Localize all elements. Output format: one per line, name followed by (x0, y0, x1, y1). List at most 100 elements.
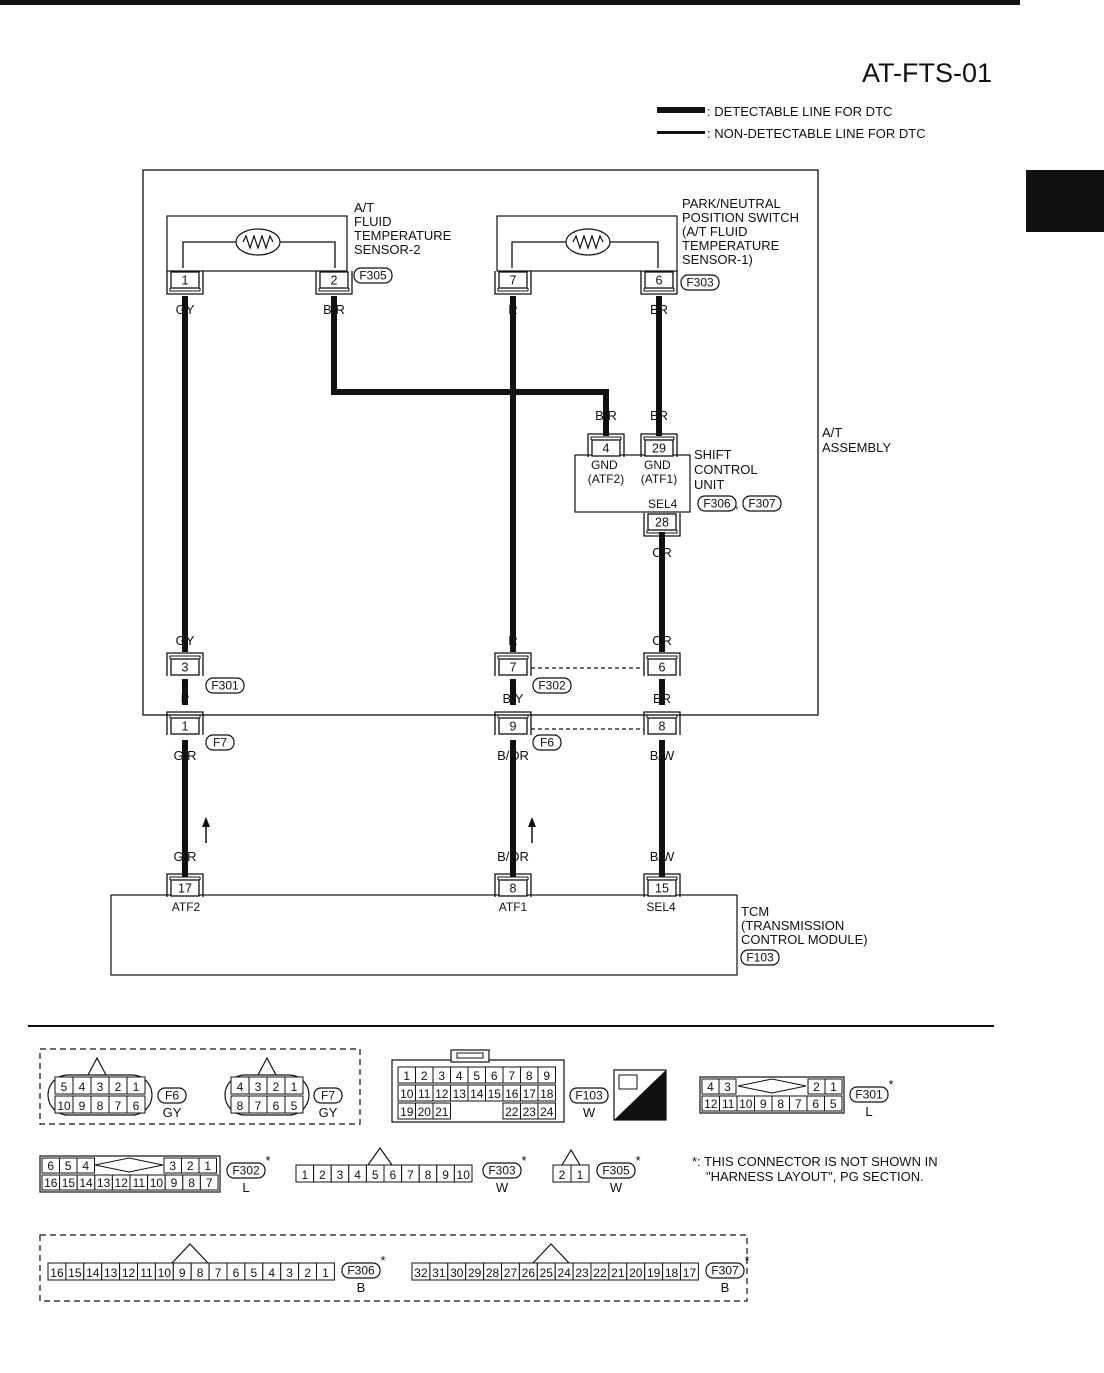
connector-name: F302 (538, 679, 566, 693)
wire-color-label: B/OR (497, 748, 529, 763)
connector-view-tag-f306: F306 (341, 1262, 381, 1279)
tcm-terminal-sel4: SEL4 (646, 900, 676, 914)
connector-tag-f103: F103 (740, 949, 780, 966)
pin-number: 5 (830, 1097, 837, 1111)
connector-name: F6 (540, 736, 554, 750)
connector-name: F302 (232, 1164, 260, 1178)
pin-number: 12 (122, 1266, 136, 1280)
pin-number: 10 (150, 1176, 164, 1190)
pin-number: 10 (739, 1097, 753, 1111)
pin-number: 26 (522, 1266, 536, 1280)
pin-number: 3 (724, 1080, 731, 1094)
tcm-label: TCM (TRANSMISSION CONTROL MODULE) (741, 904, 868, 947)
connector-name: F307 (748, 497, 776, 511)
pin-number: 1 (291, 1080, 298, 1094)
wire-color-label: GY (176, 633, 195, 648)
at-assembly-frame (142, 169, 819, 716)
terminal-f7-1: 1 (166, 711, 204, 735)
wire-color-label: G/R (173, 849, 196, 864)
asterisk-mark: * (265, 1153, 270, 1168)
asterisk-mark: * (521, 1153, 526, 1168)
pin-number: 21 (611, 1266, 625, 1280)
top-rule (0, 0, 1020, 5)
pin-number: 24 (540, 1105, 554, 1119)
terminal-tcm-8: 8 (494, 873, 532, 897)
pin-number: 11 (140, 1266, 153, 1280)
connector-color: W (583, 1105, 596, 1120)
pin-number: 10 (57, 1099, 71, 1113)
connector-view-tag-f7: F7 (313, 1087, 343, 1104)
shift-control-unit: GND (ATF2) GND (ATF1) SEL4 SHIFT CONTROL… (574, 447, 761, 513)
legend-non-detectable-swatch (657, 131, 705, 134)
pin-number: 17 (523, 1087, 537, 1101)
terminal-tcm-17: 17 (166, 873, 204, 897)
connector-tag-f6: F6 (532, 734, 562, 751)
pin-number: 2 (421, 1069, 428, 1083)
pin-number: 3 (438, 1069, 445, 1083)
terminal-pnp-7: 7 (494, 271, 532, 295)
pin-number: 6 (389, 1168, 396, 1182)
pin-number: 9 (171, 1176, 178, 1190)
harness-layout-note: *: THIS CONNECTOR IS NOT SHOWN IN (692, 1154, 938, 1169)
pin-number: 6 (656, 274, 663, 288)
pin-number: 7 (215, 1266, 222, 1280)
scu-gnd-atf2: GND (ATF2) (588, 458, 624, 486)
pin-number: 11 (418, 1087, 431, 1101)
pin-number: 9 (543, 1069, 550, 1083)
park-neutral-position-switch: PARK/NEUTRAL POSITION SWITCH (A/T FLUID … (496, 196, 799, 272)
asterisk-mark: * (888, 1077, 893, 1092)
connector-color: L (242, 1180, 249, 1195)
connector-tag-f307: F307 (742, 495, 782, 512)
pin-number: 11 (722, 1097, 735, 1111)
connector-view-tag-f307: F307 (705, 1262, 745, 1279)
scu-label: SHIFT CONTROL UNIT (694, 447, 761, 492)
connector-view-tag-f103: F103 (569, 1087, 609, 1104)
pin-number: 4 (707, 1080, 714, 1094)
pin-number: 3 (286, 1266, 293, 1280)
pin-number: 7 (510, 661, 517, 675)
pin-number: 4 (237, 1080, 244, 1094)
pin-number: 12 (115, 1176, 129, 1190)
pin-number: 7 (255, 1099, 262, 1113)
pin-number: 2 (115, 1080, 122, 1094)
pin-number: 2 (273, 1080, 280, 1094)
fluid-temp-sensor-2: A/T FLUID TEMPERATURE SENSOR-2 (166, 200, 452, 272)
pin-number: 19 (647, 1266, 661, 1280)
pin-number: 2 (331, 274, 338, 288)
pin-number: 7 (206, 1176, 213, 1190)
tcm-terminal-atf1: ATF1 (499, 900, 528, 914)
pin-number: 6 (491, 1069, 498, 1083)
asterisk-mark: * (744, 1253, 749, 1268)
pin-number: 4 (82, 1159, 89, 1173)
pin-number: 17 (683, 1266, 697, 1280)
pin-number: 4 (456, 1069, 463, 1083)
pin-number: 1 (182, 274, 189, 288)
connector-color: W (610, 1180, 623, 1195)
connector-tag-f7: F7 (205, 734, 235, 751)
pin-number: 2 (187, 1159, 194, 1173)
pin-number: 3 (255, 1080, 262, 1094)
pin-number: 29 (468, 1266, 482, 1280)
harness-side-badge: H.S. (613, 1069, 667, 1121)
wire-color-label: B/Y (503, 691, 524, 706)
connector-color: W (496, 1180, 509, 1195)
pin-number: 4 (268, 1266, 275, 1280)
pin-number: 23 (523, 1105, 537, 1119)
pin-number: 5 (372, 1168, 379, 1182)
scu-gnd-atf1: GND (ATF1) (641, 458, 677, 486)
diagram-id: AT-FTS-01 (862, 58, 992, 88)
pin-number: 15 (488, 1087, 502, 1101)
pin-number: 8 (659, 720, 666, 734)
connector-view-tag-f6: F6 (157, 1087, 187, 1104)
connector-view-tag-f301: F301 (849, 1086, 889, 1103)
connector-name: F103 (575, 1089, 603, 1103)
connector-tag-f302: F302 (532, 677, 572, 694)
